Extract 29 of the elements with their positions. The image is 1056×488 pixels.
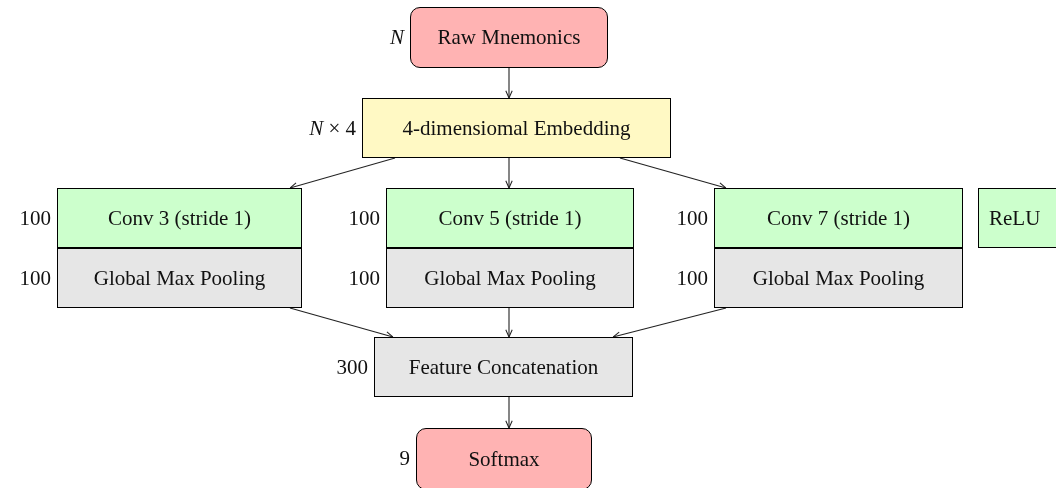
conv-layer-box: Conv 5 (stride 1) <box>386 188 634 248</box>
pooling-box: Global Max Pooling <box>57 248 302 308</box>
arrow <box>505 396 513 429</box>
dimension-label: 100 <box>676 266 708 290</box>
dimension-label: 100 <box>348 206 380 230</box>
dimension-label: 100 <box>19 266 51 290</box>
arrow <box>619 157 727 190</box>
dimension-label: 100 <box>19 206 51 230</box>
dimension-label: 100 <box>676 206 708 230</box>
concatenation-box: Feature Concatenation <box>374 337 633 397</box>
arrow <box>289 307 394 339</box>
activation-box: ReLU <box>978 188 1056 248</box>
pooling-box: Global Max Pooling <box>386 248 634 308</box>
dimension-label: 9 <box>399 446 410 470</box>
arrow <box>612 307 727 339</box>
arrow <box>505 307 513 338</box>
output-box: Softmax <box>416 428 592 488</box>
pooling-box: Global Max Pooling <box>714 248 963 308</box>
conv-layer-box: Conv 7 (stride 1) <box>714 188 963 248</box>
dimension-label: N × 4 <box>309 116 356 140</box>
arrow <box>289 157 396 190</box>
dimension-label: 300 <box>336 355 368 379</box>
input-box: Raw Mnemonics <box>410 7 608 68</box>
arrow <box>505 157 513 189</box>
arrow <box>505 67 513 99</box>
embedding-box: 4-dimensiomal Embedding <box>362 98 671 158</box>
dimension-label: 100 <box>348 266 380 290</box>
dimension-label: N <box>390 25 404 49</box>
conv-layer-box: Conv 3 (stride 1) <box>57 188 302 248</box>
